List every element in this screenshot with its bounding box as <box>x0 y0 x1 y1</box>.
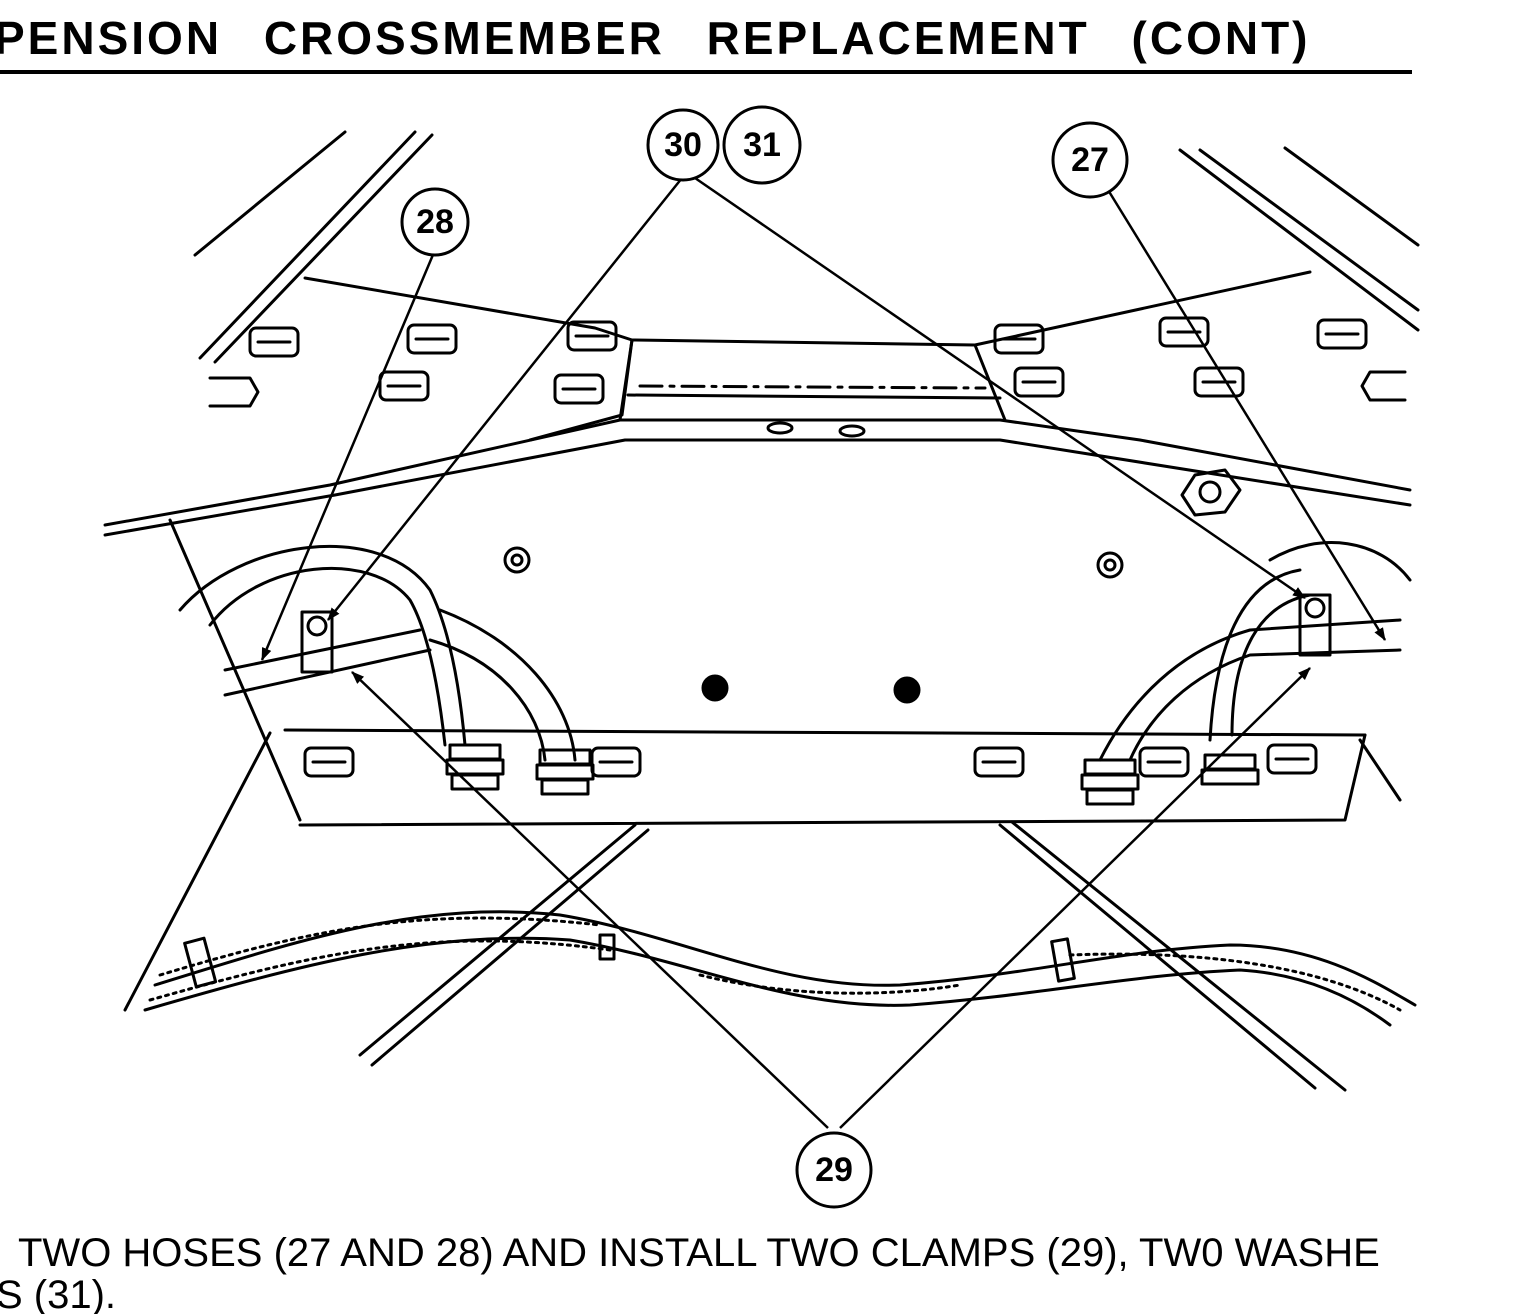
title-underline <box>0 70 1412 74</box>
callout-28-label: 28 <box>416 203 454 241</box>
callout-31-label: 31 <box>743 126 781 164</box>
instruction-text: TWO HOSES (27 AND 28) AND INSTALL TWO CL… <box>0 1232 1519 1314</box>
callout-27 <box>1051 121 1129 199</box>
instruction-line-2: S (31). <box>0 1273 117 1314</box>
callout-29 <box>795 1131 873 1209</box>
callout-30 <box>646 108 720 182</box>
crossmember-illustration: 28 30 31 27 29 <box>103 105 1420 1209</box>
callout-28 <box>400 187 470 257</box>
page-title: PENSION CROSSMEMBER REPLACEMENT (CONT) <box>0 12 1311 64</box>
callout-30-label: 30 <box>664 126 702 164</box>
callout-27-label: 27 <box>1071 141 1109 179</box>
instruction-line-1: TWO HOSES (27 AND 28) AND INSTALL TWO CL… <box>18 1232 1380 1275</box>
callout-29-label: 29 <box>815 1151 853 1189</box>
callout-31 <box>722 105 802 185</box>
